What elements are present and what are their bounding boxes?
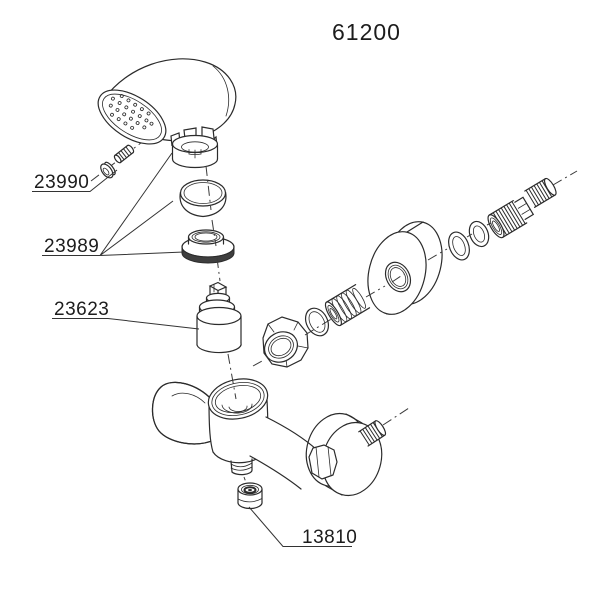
threaded-ring <box>181 229 235 264</box>
title-block: 61200 <box>332 19 401 45</box>
dome-ring <box>179 179 227 218</box>
cartridge <box>196 281 242 354</box>
callout-leader-line <box>248 506 352 547</box>
body-outlet <box>230 458 253 476</box>
body-top-opening <box>207 378 269 420</box>
callout-23989: 23989 <box>42 152 185 257</box>
page-title: 61200 <box>332 19 401 45</box>
eccentric-nipple <box>487 177 557 239</box>
handle-dot-pattern <box>108 94 154 130</box>
callout-leader-line <box>52 318 200 330</box>
inlet-centerline <box>252 170 578 367</box>
handle-plug <box>100 161 116 179</box>
set-screw-axis <box>90 135 151 182</box>
o-ring <box>304 307 330 337</box>
coupling-nut <box>262 316 309 368</box>
callout-23623: 23623 <box>52 299 200 330</box>
threaded-adapter <box>324 284 371 327</box>
callout-23990: 23990 <box>32 169 118 193</box>
check-valve-insert <box>237 476 263 510</box>
callout-label: 23989 <box>44 236 99 257</box>
callout-label: 23623 <box>54 299 109 320</box>
handle-lever <box>97 58 237 152</box>
outlet-nipple <box>358 407 410 447</box>
wall-escutcheon <box>367 221 443 315</box>
handle-cap <box>170 126 219 169</box>
washer <box>448 231 470 261</box>
callout-label: 13810 <box>302 527 357 548</box>
callout-leader-line <box>99 152 185 256</box>
handle-set-screw <box>113 144 135 164</box>
callout-label: 23990 <box>34 172 89 193</box>
callout-leader-line <box>32 169 118 192</box>
handle-face <box>97 89 167 145</box>
arm-coupling-nut <box>308 444 338 480</box>
faucet-body <box>151 378 318 490</box>
callout-13810: 13810 <box>248 506 357 548</box>
vertical-centerline <box>205 165 237 400</box>
washer-2 <box>468 220 490 248</box>
